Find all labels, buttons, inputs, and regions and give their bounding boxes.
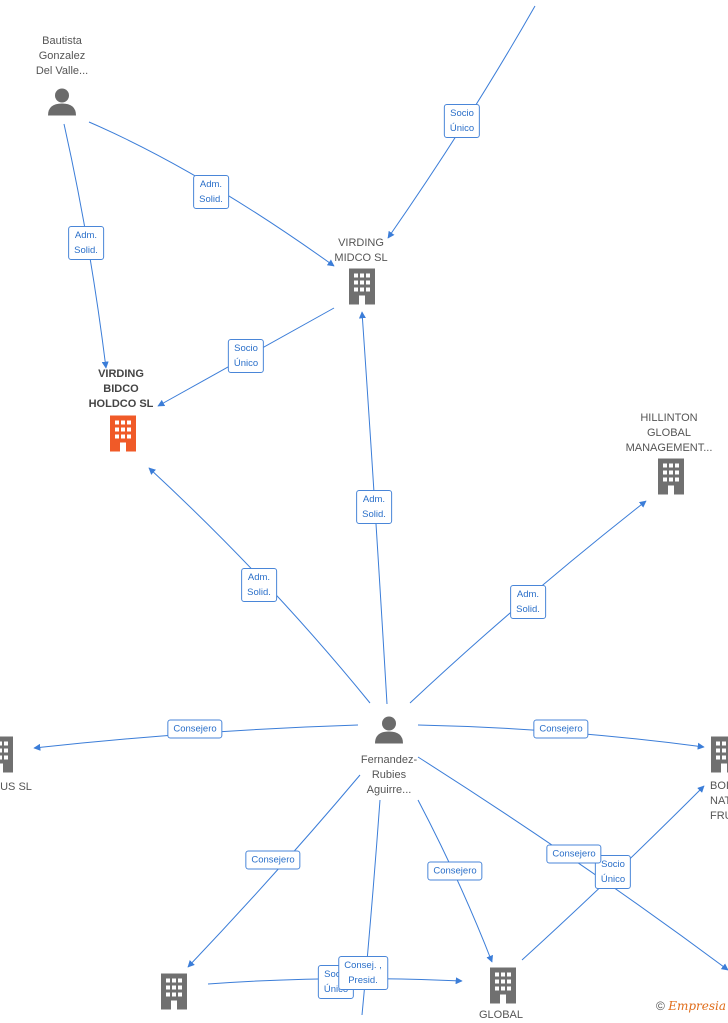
node-label-right-company[interactable]: BOI NATU FRUI [710,780,728,822]
edge-label[interactable]: Consejero [427,861,483,881]
edge-label[interactable]: Consejero [546,844,602,864]
edge-line [187,774,361,968]
edge-label[interactable]: Socio Único [443,104,481,138]
edge-label[interactable]: Consejero [245,850,301,870]
building-icon[interactable] [656,458,686,500]
building-icon-main[interactable] [108,415,138,457]
building-icon[interactable] [0,736,15,778]
edge-label[interactable]: Adm. Solid. [510,585,546,619]
node-label-global-company[interactable]: GLOBAL [478,1009,524,1021]
copyright-symbol: © [656,999,665,1013]
edge-label[interactable]: Consejero [167,719,223,739]
brand-logo: Empresia [668,999,726,1013]
building-icon[interactable] [488,967,518,1009]
person-icon[interactable] [47,87,77,122]
node-label-virding-bidco[interactable]: VIRDING BIDCO HOLDCO SL [88,368,154,410]
node-label-bautista[interactable]: Bautista Gonzalez Del Valle... [35,35,89,77]
building-icon[interactable] [709,736,728,778]
node-label-virding-midco[interactable]: VIRDING MIDCO SL [334,237,388,264]
building-icon[interactable] [347,268,377,310]
building-icon[interactable] [159,973,189,1015]
node-label-hillinton[interactable]: HILLINTON GLOBAL MANAGEMENT... [625,412,713,454]
edge-label[interactable]: Adm. Solid. [193,175,229,209]
edge-label[interactable]: Socio Único [227,339,265,373]
edge-label[interactable]: Consejero [533,719,589,739]
edge-label[interactable]: Consej. , Presid. [338,956,388,990]
person-icon[interactable] [374,715,404,750]
edge-label[interactable]: Adm. Solid. [68,226,104,260]
edge-line [417,799,493,963]
edge-label[interactable]: Adm. Solid. [241,568,277,602]
node-label-fernandez[interactable]: Fernandez- Rubies Aguirre... [360,754,418,796]
edge-label[interactable]: Adm. Solid. [356,490,392,524]
watermark: © Empresia [656,999,726,1013]
node-label-left-company[interactable]: US SL [0,781,32,793]
